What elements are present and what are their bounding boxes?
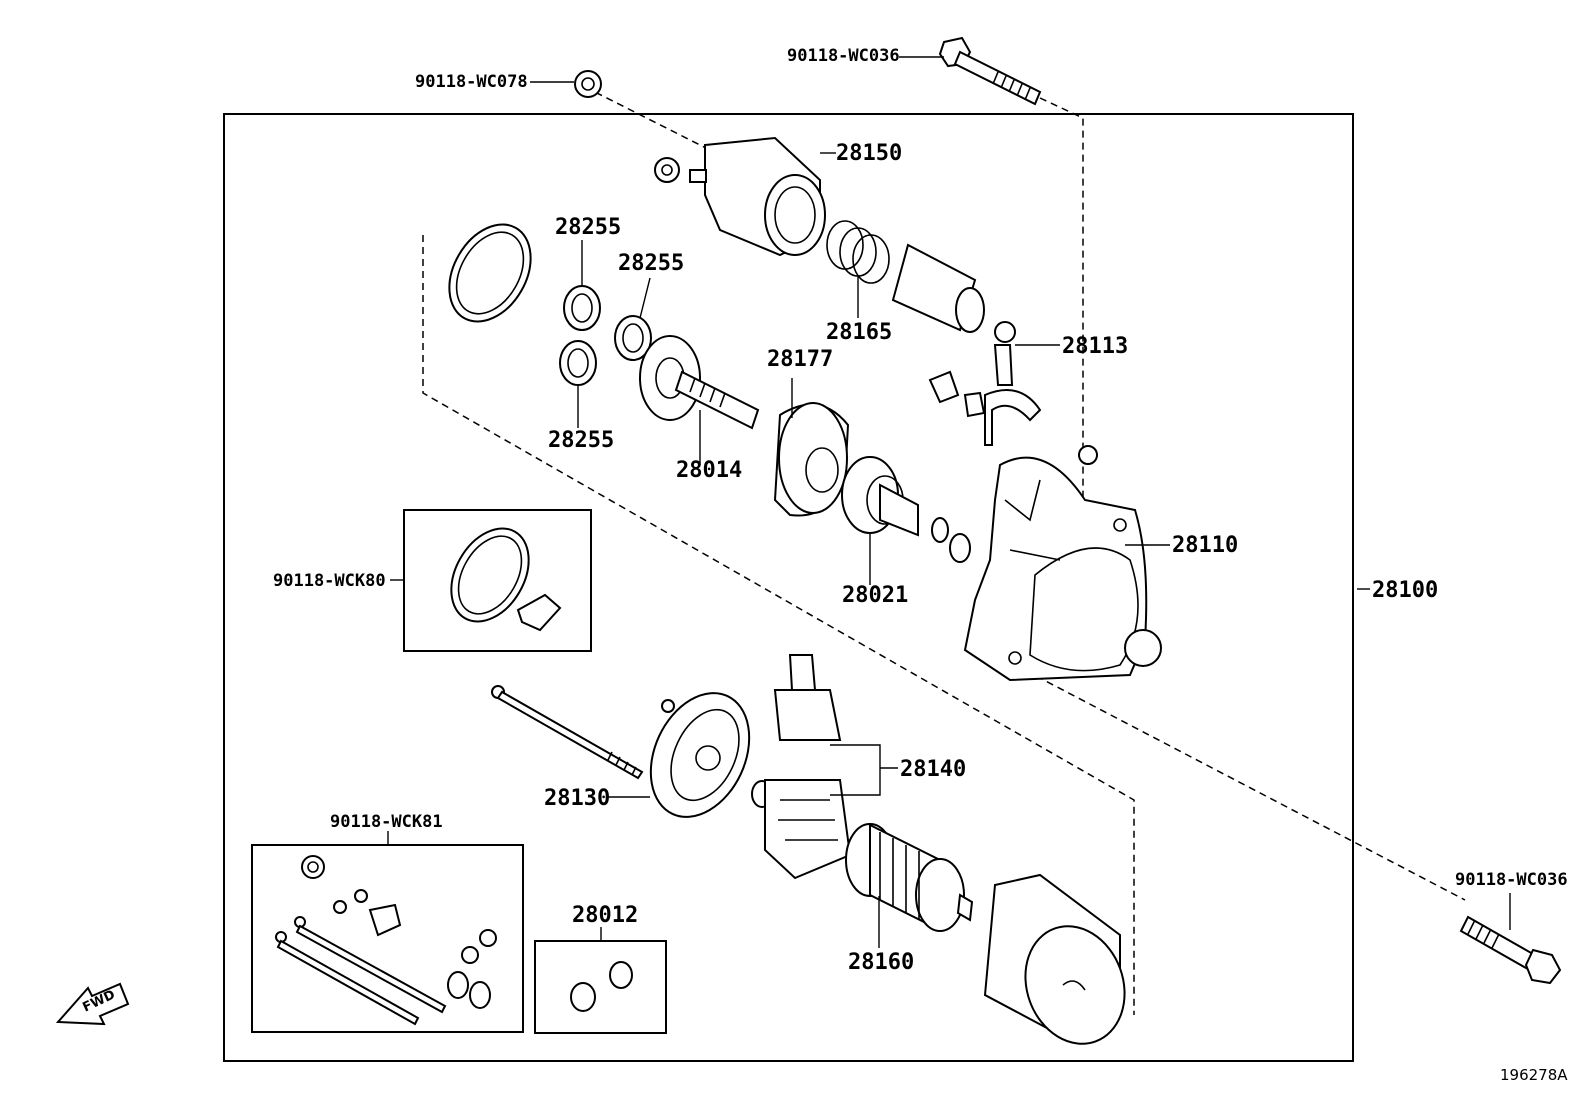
brush-holder xyxy=(764,654,852,880)
planetary-gear-b xyxy=(614,315,652,361)
label-planet-shaft: 28014 xyxy=(676,458,743,483)
solenoid-switch xyxy=(654,136,826,257)
label-lever: 28113 xyxy=(1062,334,1129,359)
dashed-bolt-line xyxy=(1014,664,1466,901)
label-kit-seal: 90118-WCK80 xyxy=(273,571,386,591)
bolt-bottom xyxy=(1459,915,1562,985)
drive-lever xyxy=(928,321,1098,465)
bushing-kit-box xyxy=(534,940,667,1034)
dashed-boundary-top xyxy=(584,86,1084,505)
planetary-gear-c xyxy=(559,340,597,386)
armature xyxy=(845,823,974,932)
label-bearing-b: 28255 xyxy=(618,251,685,276)
planetary-carrier-shaft xyxy=(639,335,760,430)
bushing-kit-parts xyxy=(570,961,633,1012)
seal-kit-parts xyxy=(450,527,562,632)
bolt-top xyxy=(938,36,1042,106)
label-through-bolt-kit: 90118-WCK81 xyxy=(330,812,443,832)
plunger-spring xyxy=(826,220,890,284)
seal-ring-upper xyxy=(448,223,532,323)
label-plunger-spring: 28165 xyxy=(826,320,893,345)
assembly-frame xyxy=(223,113,1354,1062)
yoke xyxy=(983,873,1126,1045)
starter-housing xyxy=(963,456,1162,682)
flange-nut-top xyxy=(574,70,602,98)
fwd-arrow-icon xyxy=(55,982,130,1026)
label-bolt-bottom: 90118-WC036 xyxy=(1455,870,1568,890)
label-housing: 28110 xyxy=(1172,533,1239,558)
through-bolt-kit-parts xyxy=(275,855,497,1026)
label-armature: 28160 xyxy=(848,950,915,975)
dashed-boundary xyxy=(422,235,1135,1015)
plunger xyxy=(891,243,985,333)
through-bolt xyxy=(491,685,644,780)
label-end-frame: 28130 xyxy=(544,786,611,811)
label-center-bracket: 28177 xyxy=(767,347,834,372)
label-bushing-kit: 28012 xyxy=(572,903,639,928)
label-bearing-a: 28255 xyxy=(555,215,622,240)
label-solenoid: 28150 xyxy=(836,141,903,166)
commutator-end-frame xyxy=(649,692,773,818)
reference-code: 196278A xyxy=(1500,1066,1568,1084)
label-bearing-c: 28255 xyxy=(548,428,615,453)
label-nut-top: 90118-WC078 xyxy=(415,72,528,92)
center-bracket xyxy=(773,402,850,517)
planetary-gear-a xyxy=(563,285,601,331)
overrunning-clutch xyxy=(841,456,971,563)
label-bolt-top: 90118-WC036 xyxy=(787,46,900,66)
label-brush-holder: 28140 xyxy=(900,757,967,782)
label-assembly: 28100 xyxy=(1372,578,1439,603)
label-clutch: 28021 xyxy=(842,583,909,608)
